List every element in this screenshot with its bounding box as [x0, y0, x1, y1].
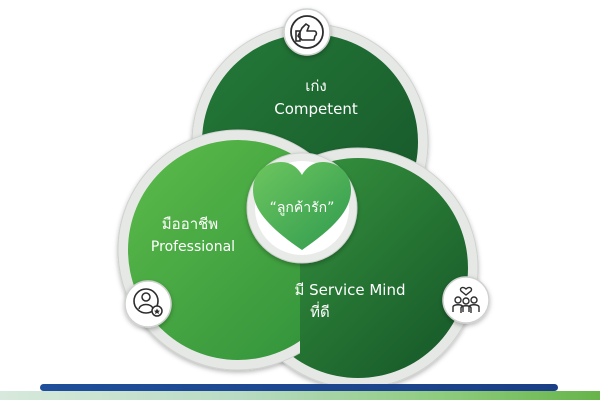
award-badge-icon [124, 280, 172, 328]
heart-icon [253, 162, 351, 250]
professional-label-en: Professional [151, 239, 235, 255]
left-overlap-piece [117, 200, 300, 371]
competent-label-th: เก่ง [305, 77, 327, 95]
professional-label-th: มืออาชีพ [162, 215, 218, 233]
service-mind-label-2: ที่ดี [310, 301, 330, 321]
team-heart-icon [442, 276, 490, 324]
competent-label-en: Competent [274, 100, 358, 118]
center-label: “ลูกค้ารัก” [270, 200, 335, 216]
service-mind-label-1: มี Service Mind [295, 281, 406, 299]
footer-blue-bar [40, 384, 558, 391]
footer-gradient-strip [0, 391, 600, 400]
thumbs-up-icon [283, 8, 331, 56]
